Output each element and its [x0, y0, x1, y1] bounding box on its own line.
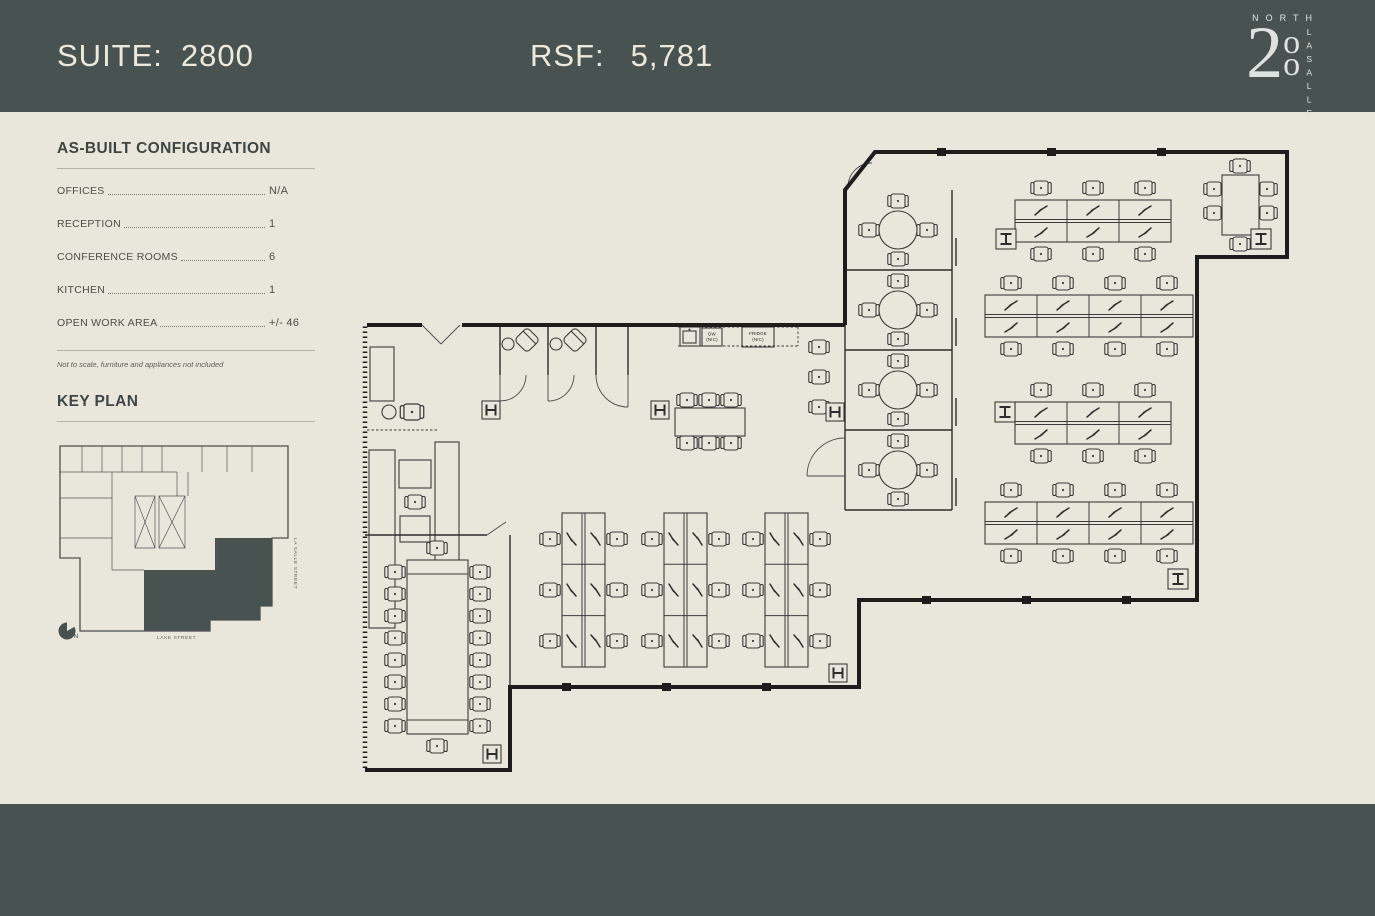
suite-label: SUITE:	[57, 38, 163, 73]
list-item: OPEN WORK AREA +/- 46	[57, 317, 315, 329]
dishwasher	[701, 327, 723, 347]
ibeam-column-icon	[1167, 568, 1189, 590]
svg-text:N: N	[74, 633, 79, 640]
config-title: AS-BUILT CONFIGURATION	[57, 140, 272, 157]
h-column-icon	[828, 663, 848, 683]
ibeam-column-icon	[1250, 228, 1272, 250]
item-value: 1	[269, 218, 276, 230]
list-item: OFFICES N/A	[57, 185, 315, 197]
conference-room-top-right	[1203, 158, 1278, 252]
doors	[421, 162, 873, 536]
rsf-label: RSF:	[530, 38, 605, 73]
north-arrow-icon: N	[58, 621, 79, 640]
divider	[57, 350, 315, 351]
interior-walls	[365, 190, 953, 687]
reception-area	[367, 346, 460, 629]
wall-columns	[562, 148, 1166, 691]
item-value: +/- 46	[269, 317, 300, 329]
item-label: OPEN WORK AREA	[57, 317, 158, 329]
suite-title: SUITE: 2800	[57, 38, 254, 74]
building-logo: NORTH 2 o o LASALLE	[1246, 13, 1319, 122]
fridge-label: FRIDGE	[749, 331, 767, 336]
footer-bar: onni® group	[0, 804, 1375, 916]
logo-north-text: NORTH	[1252, 13, 1319, 23]
keyplan-title: KEY PLAN	[57, 393, 139, 410]
building-interior-walls	[60, 446, 253, 571]
logo-numeral-2: 2	[1246, 12, 1284, 94]
floor-plan: DW (NIC) FRIDGE (NIC)	[362, 148, 1289, 772]
divider	[57, 168, 315, 169]
logo-lasalle-text: LASALLE	[1304, 27, 1315, 122]
sidebar: AS-BUILT CONFIGURATION OFFICES N/A RECEP…	[57, 140, 315, 653]
config-list: OFFICES N/A RECEPTION 1 CONFERENCE ROOMS…	[57, 185, 315, 329]
disclaimer-note: Not to scale, furniture and appliances n…	[57, 360, 224, 369]
suite-exterior-walls	[365, 150, 1289, 772]
item-label: KITCHEN	[57, 284, 106, 296]
dotted-leader	[107, 194, 265, 195]
item-label: RECEPTION	[57, 218, 121, 230]
item-value: N/A	[269, 185, 289, 197]
item-value: 6	[269, 251, 276, 263]
boardroom	[384, 540, 491, 754]
ibeam-column-icon	[994, 401, 1016, 423]
divider	[57, 421, 315, 422]
item-value: 1	[269, 284, 276, 296]
key-plan: LA SALLE STREET LAKE STREET N	[58, 445, 298, 641]
logo-o-top: o	[1283, 24, 1301, 61]
list-item: CONFERENCE ROOMS 6	[57, 251, 315, 263]
svg-text:(NIC): (NIC)	[752, 337, 764, 342]
suite-value: 2800	[180, 38, 254, 73]
h-column-icon	[481, 400, 501, 420]
item-label: CONFERENCE ROOMS	[57, 251, 178, 263]
phone-rooms	[501, 326, 589, 354]
ibeam-column-icon	[995, 228, 1017, 250]
rsf-value: 5,781	[630, 38, 714, 73]
dotted-leader	[108, 293, 265, 294]
open-work-area-middle	[540, 513, 830, 667]
lake-street-label: LAKE STREET	[157, 635, 196, 641]
header-bar: SUITE: 2800 RSF: 5,781 NORTH 2 o o LASAL…	[0, 0, 1375, 122]
item-label: OFFICES	[57, 185, 105, 197]
h-column-icon	[650, 400, 670, 420]
list-item: RECEPTION 1	[57, 218, 315, 230]
svg-text:(NIC): (NIC)	[706, 337, 718, 342]
list-item: KITCHEN 1	[57, 284, 315, 296]
logo-o-bottom: o	[1283, 45, 1301, 83]
lasalle-street-label: LA SALLE STREET	[292, 538, 298, 589]
dotted-leader	[160, 326, 265, 327]
kitchen-area: DW (NIC) FRIDGE (NIC)	[674, 326, 830, 451]
h-column-icon	[482, 744, 502, 764]
dotted-leader	[180, 260, 265, 261]
dishwasher-label: DW	[708, 332, 716, 337]
suite-highlight	[144, 538, 272, 631]
h-column-icon	[825, 402, 845, 422]
dotted-leader	[123, 227, 265, 228]
rsf-title: RSF: 5,781	[530, 38, 713, 74]
